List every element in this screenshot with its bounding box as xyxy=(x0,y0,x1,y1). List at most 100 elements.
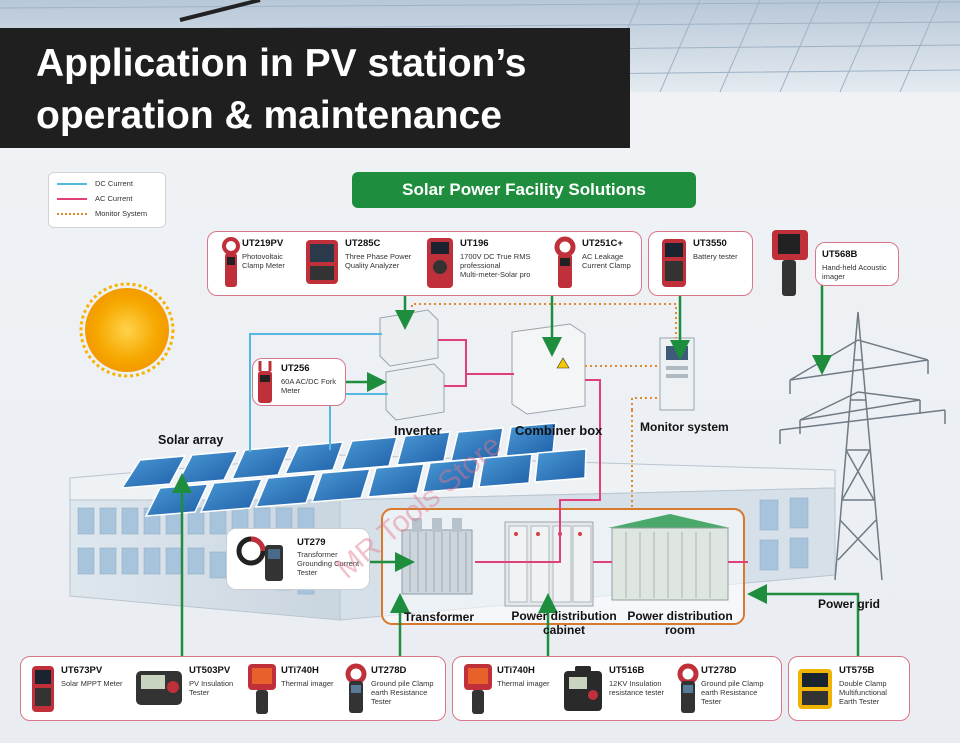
device-desc: Three Phase Power Quality Analyzer xyxy=(345,252,411,270)
device-code: UT3550 xyxy=(693,238,727,249)
desc-line: Hand-held Acoustic xyxy=(822,263,887,272)
double-clamp-icon xyxy=(798,669,832,709)
dc-line-swatch xyxy=(57,182,87,185)
device-uti740h xyxy=(247,663,277,720)
leakage-clamp-icon xyxy=(554,236,576,288)
device-desc: Photovoltaic Clamp Meter xyxy=(242,252,285,270)
label-line: Power distribution xyxy=(627,609,733,623)
desc-line: resistance tester xyxy=(609,688,665,697)
page-title-line2: operation & maintenance xyxy=(36,94,502,137)
legend-label: DC Current xyxy=(95,179,133,188)
battery-tester-group: UT3550 Battery tester xyxy=(648,231,753,296)
label-combiner-box: Combiner box xyxy=(515,423,603,438)
label-inverter: Inverter xyxy=(394,423,442,438)
device-ut285c xyxy=(305,238,339,291)
label-power-grid: Power grid xyxy=(818,597,881,611)
desc-line: Clamp Meter xyxy=(242,261,285,270)
monitor-cabinet-icon xyxy=(659,337,695,411)
label-monitor-system: Monitor system xyxy=(640,420,729,434)
device-desc: 1700V DC True RMS professional Multi-met… xyxy=(460,252,530,279)
desc-line: Battery tester xyxy=(693,252,738,261)
label-pd-room: Power distribution room xyxy=(624,609,736,637)
label-transformer: Transformer xyxy=(404,610,475,624)
device-code: UT278D xyxy=(371,665,407,676)
device-desc: Ground pile Clamp earth Resistance Teste… xyxy=(701,679,764,706)
desc-line: Double Clamp xyxy=(839,679,887,688)
desc-line: Grounding Current xyxy=(297,559,360,568)
label-line: Power distribution xyxy=(511,609,617,623)
acoustic-label-box: UT568B Hand-held Acoustic imager xyxy=(815,242,899,286)
device-code: UT568B xyxy=(822,249,858,260)
legend-label: Monitor System xyxy=(95,209,148,218)
device-ut219pv xyxy=(222,237,240,294)
device-ut503pv xyxy=(135,667,183,712)
grounding-tester-group: UT279 Transformer Grounding Current Test… xyxy=(226,528,370,590)
device-desc: Thermal imager xyxy=(497,679,550,688)
bottom-left-device-group: UT673PV Solar MPPT Meter UT503PV PV Insu… xyxy=(20,656,446,721)
desc-line: Tester xyxy=(189,688,210,697)
device-ut256 xyxy=(257,359,273,410)
device-desc: Ground pile Clamp earth Resistance Teste… xyxy=(371,679,434,706)
desc-line: Thermal imager xyxy=(497,679,550,688)
multimeter-icon xyxy=(427,238,453,288)
ac-wiring xyxy=(438,339,748,563)
desc-line: Earth Tester xyxy=(839,697,880,706)
bottom-right-device-group: UT575B Double Clamp Multifunctional Eart… xyxy=(788,656,910,721)
desc-line: Tester xyxy=(297,568,318,577)
desc-line: Meter xyxy=(281,386,301,395)
label-line: cabinet xyxy=(542,623,585,637)
title-banner xyxy=(0,28,630,148)
label-pd-cabinet: Power distribution cabinet xyxy=(508,609,620,637)
legend-item-monitor: Monitor System xyxy=(57,209,147,218)
desc-line: Tester xyxy=(371,697,392,706)
desc-line: Current Clamp xyxy=(582,261,631,270)
device-ut196 xyxy=(426,237,454,294)
page-title: Application in PV station’s operation & … xyxy=(36,38,626,142)
device-desc: Battery tester xyxy=(693,252,738,261)
desc-line: Thermal imager xyxy=(281,679,334,688)
device-desc: AC Leakage Current Clamp xyxy=(582,252,631,270)
desc-line: Multi-meter-Solar pro xyxy=(460,270,531,279)
distribution-room-icon xyxy=(608,514,730,601)
clamp-meter-icon xyxy=(222,237,240,287)
device-code: UT278D xyxy=(701,665,737,676)
label-line: room xyxy=(665,623,695,637)
earth-clamp-icon xyxy=(345,663,367,713)
device-ut673pv xyxy=(31,665,55,718)
device-desc: 12KV Insulation resistance tester xyxy=(609,679,664,697)
desc-line: earth Resistance xyxy=(371,688,428,697)
device-code: UT256 xyxy=(281,363,310,374)
monitor-line-swatch xyxy=(57,212,87,215)
device-desc: Solar MPPT Meter xyxy=(61,679,123,688)
device-code: UT196 xyxy=(460,238,489,249)
page-title-line1: Application in PV station’s xyxy=(36,42,527,85)
desc-line: Three Phase Power xyxy=(345,252,412,261)
desc-line: PV Insulation xyxy=(189,679,234,688)
desc-line: professional xyxy=(460,261,501,270)
grounding-clamp-icon xyxy=(236,536,283,581)
device-desc: Transformer Grounding Current Tester xyxy=(297,550,359,577)
legend-item-dc: DC Current xyxy=(57,179,133,188)
device-desc: Double Clamp Multifunctional Earth Teste… xyxy=(839,679,887,706)
desc-line: Tester xyxy=(701,697,722,706)
device-code: UT279 xyxy=(297,537,326,548)
desc-line: Multifunctional xyxy=(839,688,887,697)
battery-tester-icon xyxy=(662,239,686,287)
insulation-case-icon xyxy=(564,666,602,711)
bottom-mid-device-group: UTi740H Thermal imager UT516B 12KV Insul… xyxy=(452,656,782,721)
desc-line: 12KV Insulation xyxy=(609,679,662,688)
desc-line: AC Leakage xyxy=(582,252,624,261)
desc-line: 60A AC/DC Fork xyxy=(281,377,337,386)
power-analyzer-icon xyxy=(306,240,338,284)
desc-line: Photovoltaic xyxy=(242,252,283,261)
legend: DC Current AC Current Monitor System xyxy=(48,172,166,228)
device-code: UT575B xyxy=(839,665,875,676)
device-desc: PV Insulation Tester xyxy=(189,679,233,697)
device-ut568b xyxy=(768,228,812,303)
thermal-imager-icon xyxy=(248,664,276,714)
monitor-wiring xyxy=(411,303,677,510)
device-desc: 60A AC/DC Fork Meter xyxy=(281,377,336,395)
earth-clamp-icon xyxy=(677,663,699,713)
desc-line: imager xyxy=(822,272,845,281)
